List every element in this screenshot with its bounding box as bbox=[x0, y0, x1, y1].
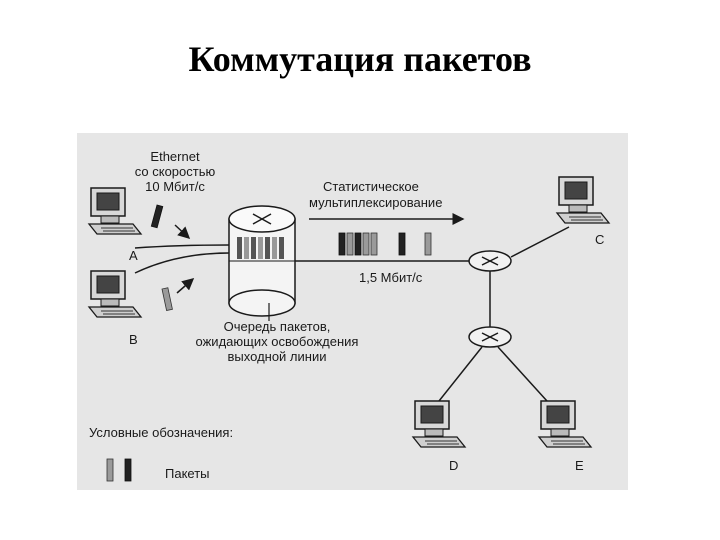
ethernet-label-line3: 10 Мбит/с bbox=[145, 179, 205, 194]
arrow-a bbox=[174, 224, 191, 240]
legend-packets-label: Пакеты bbox=[165, 466, 210, 481]
queue-label-line3: выходной линии bbox=[228, 349, 327, 364]
link-router-c bbox=[510, 226, 570, 258]
link-a-switch bbox=[134, 244, 230, 249]
legend-title: Условные обозначения: bbox=[89, 425, 233, 440]
computer-e-icon bbox=[538, 400, 592, 448]
link-b-switch bbox=[134, 252, 230, 274]
ethernet-label-line2: со скоростью bbox=[135, 164, 216, 179]
node-a-label: A bbox=[129, 248, 138, 263]
link-router-e bbox=[497, 346, 548, 402]
computer-b-icon bbox=[88, 270, 142, 318]
link-speed-label: 1,5 Мбит/с bbox=[359, 270, 423, 285]
packet-switch-icon bbox=[228, 205, 296, 317]
link-router-d bbox=[438, 346, 483, 402]
slide-title: Коммутация пакетов bbox=[188, 39, 532, 79]
legend-packet-dark bbox=[124, 458, 132, 482]
multiplex-label-line2: мультиплексирование bbox=[309, 195, 442, 210]
computer-c-icon bbox=[556, 176, 610, 224]
node-b-label: B bbox=[129, 332, 138, 347]
node-d-label: D bbox=[449, 458, 458, 473]
incoming-packet-b bbox=[161, 287, 173, 311]
node-e-label: E bbox=[575, 458, 584, 473]
router-2-icon bbox=[468, 326, 512, 348]
legend-packet-light bbox=[106, 458, 114, 482]
computer-a-icon bbox=[88, 187, 142, 235]
computer-d-icon bbox=[412, 400, 466, 448]
incoming-packet-a bbox=[150, 204, 164, 229]
packet-switching-figure: Ethernet со скоростью 10 Мбит/с A B Очер… bbox=[77, 133, 628, 490]
queue-label-line2: ожидающих освобождения bbox=[196, 334, 359, 349]
ethernet-label-line1: Ethernet bbox=[150, 149, 200, 164]
multiplexed-packets bbox=[338, 232, 432, 256]
router-1-icon bbox=[468, 250, 512, 272]
network-diagram: Ethernet со скоростью 10 Мбит/с A B Очер… bbox=[88, 149, 610, 482]
node-c-label: C bbox=[595, 232, 604, 247]
queue-label-line1: Очередь пакетов, bbox=[224, 319, 331, 334]
multiplex-label-line1: Статистическое bbox=[323, 179, 419, 194]
arrow-b bbox=[176, 278, 195, 294]
